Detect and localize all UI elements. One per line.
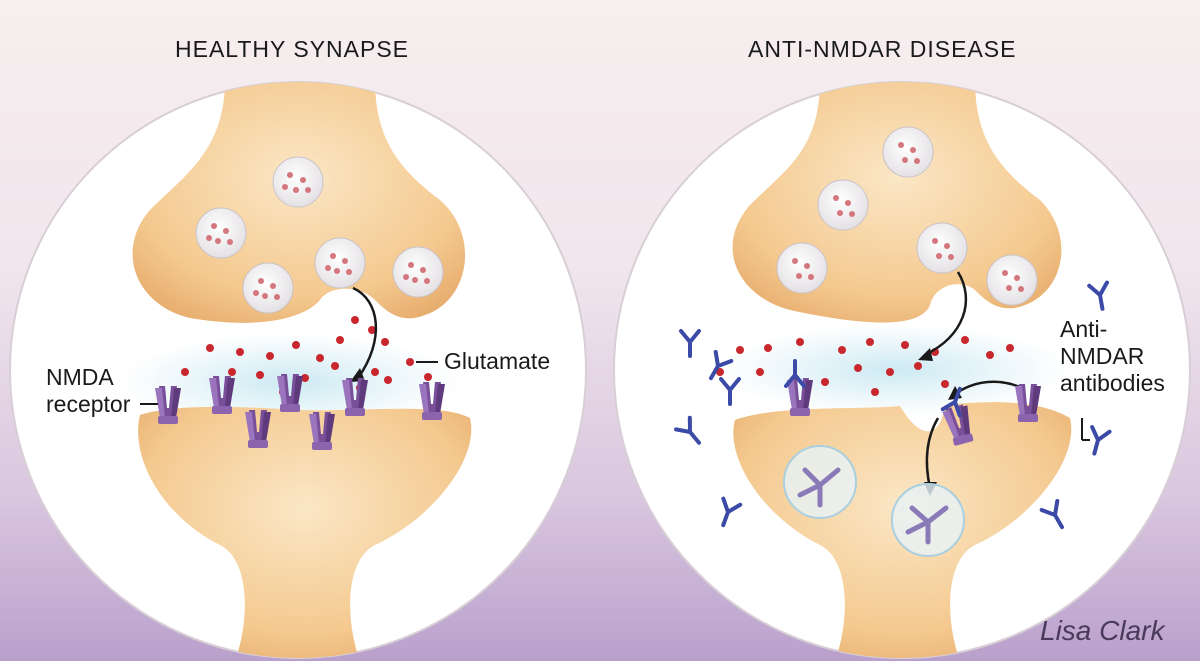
healthy-synapse-title: HEALTHY SYNAPSE — [175, 36, 410, 62]
postsynaptic-terminal — [138, 406, 472, 658]
healthy-synapse-panel — [9, 81, 587, 659]
antibodies-label-line2: NMDAR — [1060, 343, 1145, 369]
antibodies-label: Anti- NMDAR antibodies — [1060, 316, 1165, 397]
nmda-label-line1: NMDA — [46, 364, 114, 390]
release-arrow-disease — [924, 271, 968, 357]
nmda-receptor-label: NMDA receptor — [46, 364, 130, 418]
release-arrow — [352, 286, 378, 379]
glutamate-legend-dot — [406, 358, 414, 366]
glutamate-label: Glutamate — [444, 348, 551, 374]
glutamate-molecules-disease — [716, 336, 1014, 396]
internalization-arrow — [925, 417, 940, 489]
anti-nmdar-title: ANTI-NMDAR DISEASE — [748, 36, 1017, 62]
antibodies-label-line3: antibodies — [1060, 370, 1165, 396]
nmda-label-line2: receptor — [46, 391, 131, 417]
vesicles-disease — [776, 126, 1038, 306]
antibodies-label-line1: Anti- — [1060, 316, 1108, 342]
vesicles — [195, 156, 444, 314]
artist-signature: Lisa Clark — [1040, 615, 1166, 646]
anti-nmdar-panel — [613, 81, 1191, 659]
endosomes — [783, 445, 965, 557]
